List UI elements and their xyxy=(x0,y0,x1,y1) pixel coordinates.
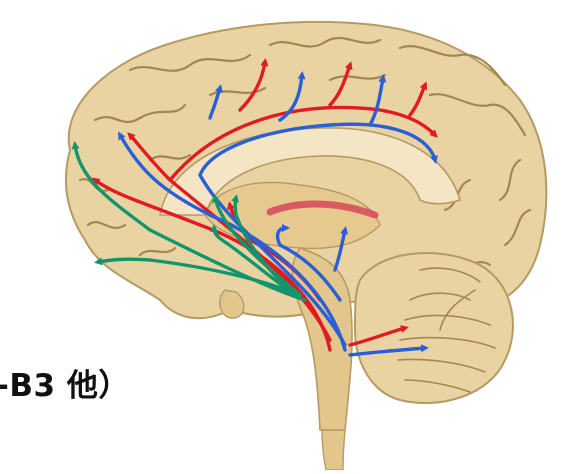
spinal-cord xyxy=(322,430,345,470)
caption-text: -B3 他） xyxy=(0,360,130,405)
cerebellum xyxy=(355,253,513,403)
